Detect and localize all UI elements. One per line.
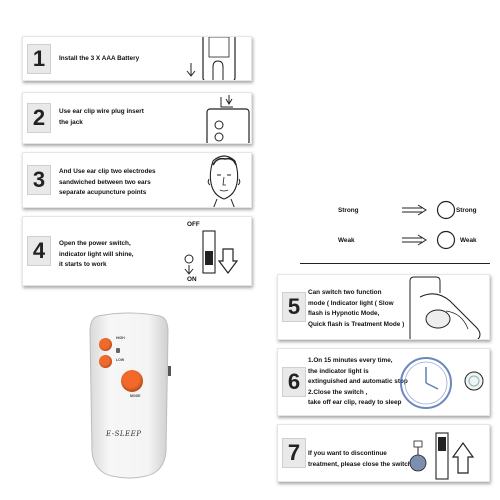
step-6-number: 6 [282,367,306,397]
e-sleep-device: HIGH LOW MODE E-SLEEP [86,312,172,480]
step-2-panel: 2 Use ear clip wire plug insert the jack [22,92,252,144]
switch-off-label: OFF [187,221,200,228]
close-switch-illustration [409,432,475,480]
switch-on-label: ON [187,276,197,283]
low-label: LOW [116,358,125,362]
weak-arrow-icon [402,234,427,246]
low-button[interactable] [99,355,112,368]
step-5-text: Can switch two function mode ( Indicator… [308,289,405,328]
step-6-panel: 6 1.On 15 minutes every time, the indica… [277,348,490,416]
weak-label: Weak [338,237,355,244]
step-3-text: And Use ear clip two electrodes sandwich… [59,168,156,196]
step-6-text: 1.On 15 minutes every time, the indicato… [308,357,408,406]
face-with-ear-clips-illustration [207,155,241,207]
step-7-panel: 7 If you want to discontinue treatment, … [277,424,490,482]
strong-right-label: Strong [456,207,477,214]
step-4-text: Open the power switch, indicator light w… [59,240,134,268]
high-button[interactable] [99,338,112,351]
strong-arrow-icon [402,204,427,216]
power-switch-illustration [184,230,239,275]
step-1-number: 1 [27,43,51,74]
step-5-panel: 5 Can switch two function mode ( Indicat… [277,274,490,340]
step-1-panel: 1 Install the 3 X AAA Battery [22,36,252,81]
step-5-number: 5 [282,292,306,322]
device-body-illustration [89,312,171,479]
mode-button-press-illustration [409,276,481,339]
step-7-text: If you want to discontinue treatment, pl… [308,450,412,468]
step-4-panel: 4 Open the power switch, indicator light… [22,216,252,286]
step-3-panel: 3 And Use ear clip two electrodes sandwi… [22,152,252,208]
step-3-number: 3 [27,165,51,195]
indicator-light [116,348,120,353]
high-label: HIGH [116,336,125,340]
mode-button[interactable] [121,370,143,392]
step-7-number: 7 [282,438,306,468]
ear-clip-jack-illustration [206,95,250,143]
step-2-text: Use ear clip wire plug insert the jack [59,108,144,126]
step-4-number: 4 [27,236,51,266]
step-1-text: Install the 3 X AAA Battery [59,55,140,62]
mode-label: MODE [130,394,141,398]
step-2-number: 2 [27,103,51,133]
timer-clock-icon [400,357,452,409]
strong-indicator-circle-icon [436,200,456,220]
device-brand-label: E-SLEEP [106,430,142,438]
weak-indicator-circle-icon [436,230,456,250]
indicator-light-off-icon [464,371,484,391]
weak-right-label: Weak [460,237,477,244]
strong-label: Strong [338,207,359,214]
strength-panel: Strong Weak Strong Weak [300,196,490,264]
battery-compartment-illustration [186,37,236,80]
